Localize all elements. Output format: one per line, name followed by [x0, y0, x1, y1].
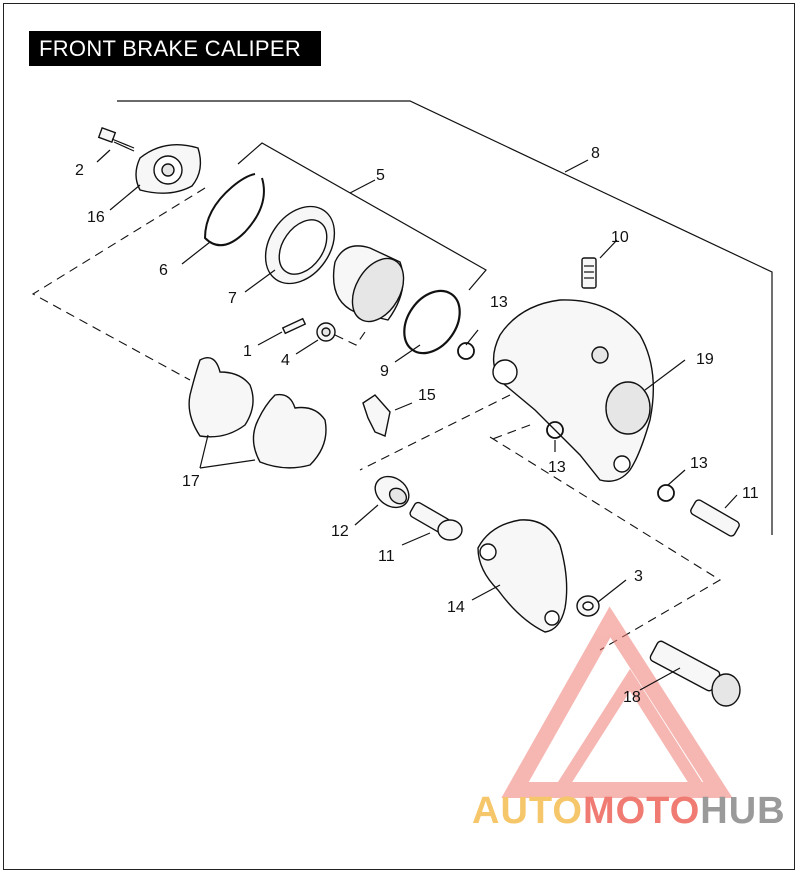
callout-11: 11 [742, 485, 759, 502]
assembly-dashed-lines [31, 187, 722, 651]
part-13-oring [546, 421, 564, 439]
callout-9: 9 [380, 363, 389, 380]
callout-16: 16 [87, 209, 105, 226]
callout-18: 18 [623, 689, 641, 706]
callout-15: 15 [418, 387, 436, 404]
part-6-ring [203, 173, 265, 247]
bracket-lines [117, 100, 773, 535]
part-3-washer [576, 595, 600, 617]
callout-10: 10 [611, 229, 629, 246]
part-1-pin [281, 317, 307, 335]
callout-12: 12 [331, 523, 349, 540]
part-15-clip [362, 394, 391, 437]
part-10-bleeder [581, 257, 597, 289]
part-11-pin [690, 499, 740, 537]
logo-part-hub: HUB [700, 790, 786, 832]
part-19-caliper-body [492, 299, 654, 482]
leader-lines [96, 149, 738, 691]
part-18-bolt [649, 640, 741, 707]
callout-5: 5 [376, 167, 385, 184]
callout-19: 19 [696, 351, 714, 368]
callout-1: 1 [243, 343, 252, 360]
callout-14: 14 [447, 599, 465, 616]
part-12-spring [374, 475, 410, 509]
callout-13: 13 [490, 294, 508, 311]
callout-labels: 2 16 6 7 5 8 10 13 1 4 9 19 15 17 13 13 … [75, 145, 759, 706]
part-17-brake-pads [188, 357, 327, 469]
logo-part-auto: AUTO [472, 790, 583, 832]
callout-3: 3 [634, 568, 643, 585]
callout-4: 4 [281, 352, 290, 369]
part-5-piston [332, 245, 405, 323]
part-2-bolt [97, 127, 135, 152]
page-title: FRONT BRAKE CALIPER [29, 31, 321, 66]
part-14-bracket [477, 519, 568, 633]
part-11-pin [409, 501, 463, 541]
callout-13: 13 [690, 455, 708, 472]
part-7-seal [264, 205, 336, 285]
callout-17: 17 [182, 473, 200, 490]
callout-8: 8 [591, 145, 600, 162]
callout-13: 13 [548, 459, 566, 476]
callout-11: 11 [378, 548, 395, 565]
callout-7: 7 [228, 290, 237, 307]
part-9-ring [403, 289, 461, 355]
logo-emblem [501, 606, 733, 798]
diagram-frame [3, 3, 795, 870]
logo-part-moto: MOTO [582, 790, 701, 832]
part-16-plate [135, 144, 202, 194]
callout-2: 2 [75, 162, 84, 179]
part-4-bushing [316, 322, 336, 342]
part-13-oring [457, 342, 475, 360]
callout-6: 6 [159, 262, 168, 279]
logo-wordmark: AUTOMOTOHUB [472, 790, 786, 833]
part-13-oring [657, 484, 675, 502]
